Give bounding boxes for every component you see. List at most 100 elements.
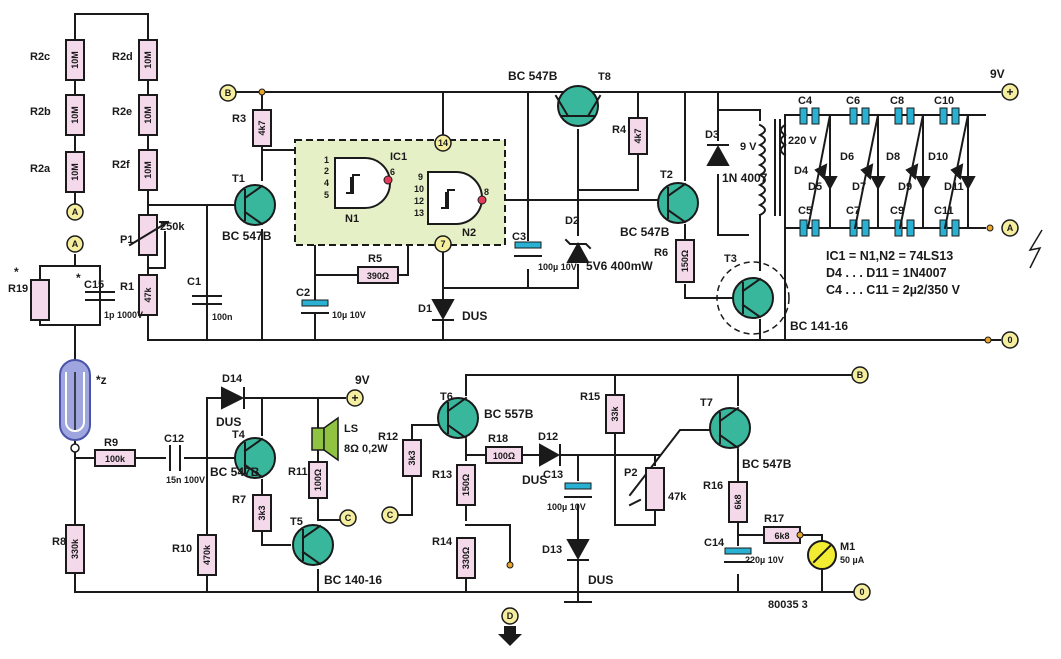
- resistor-r10: [197, 534, 217, 576]
- t5-type: BC 140-16: [324, 573, 382, 587]
- geiger-tube: *z: [59, 359, 107, 453]
- diode-d3: D3 1N 4007: [705, 129, 768, 185]
- transformer: 220 V 9 V: [740, 119, 817, 217]
- d1-type: DUS: [462, 309, 487, 323]
- transistor-t1: T1 BC 547B: [222, 173, 276, 243]
- r2b-value: 10M: [70, 106, 80, 124]
- r7-value: 3k3: [257, 505, 267, 520]
- m1-ref: M1: [840, 541, 855, 553]
- cap-c10: [939, 107, 948, 125]
- pin-6: 6: [390, 167, 395, 177]
- r17-ref: R17: [764, 513, 784, 525]
- n1-label: N1: [345, 213, 359, 225]
- resistor-r15: [605, 394, 625, 434]
- ls-spec: 8Ω 0,2W: [344, 443, 388, 455]
- diode-d13: D13 DUS: [542, 539, 613, 603]
- resistor-r11: [308, 461, 328, 499]
- diode-d8: [905, 163, 919, 181]
- d1-ref: D1: [418, 303, 432, 315]
- star-marks: * *: [14, 265, 81, 285]
- r1-ref: R1: [120, 281, 134, 293]
- c15-star: *: [76, 271, 81, 285]
- t1-ref: T1: [232, 173, 245, 185]
- r13-ref: R13: [432, 469, 452, 481]
- r2e-ref: R2e: [112, 106, 132, 118]
- r2a-value: 10M: [70, 163, 80, 181]
- capacitor-c3: C3 100µ 10V: [512, 231, 577, 272]
- resistor-r3: [252, 109, 272, 147]
- t2-ref: T2: [660, 169, 673, 181]
- resistor-r12: [402, 439, 422, 477]
- t2-type: BC 547B: [620, 225, 670, 239]
- resistor-r4: [628, 117, 648, 155]
- d14-ref: D14: [222, 373, 243, 385]
- resistor-r1: [138, 274, 158, 316]
- d5-ref: D5: [808, 181, 822, 193]
- c11-ref: C11: [934, 205, 954, 217]
- p1-ref: P1: [120, 234, 133, 246]
- resistor-r8: [65, 524, 85, 574]
- c13-value: 100µ 10V: [547, 502, 586, 512]
- d2-type: 5V6 400mW: [586, 259, 653, 273]
- node-a-2: A: [72, 239, 79, 249]
- resistor-r5: [357, 266, 399, 284]
- r12-value: 3k3: [407, 450, 417, 465]
- r10-ref: R10: [172, 543, 192, 555]
- r2f-value: 10M: [143, 161, 153, 179]
- node-d: D: [507, 611, 514, 621]
- c1-value: 100n: [212, 312, 233, 322]
- pin-9: 9: [418, 172, 423, 182]
- pin-14: 14: [438, 138, 448, 148]
- p2-value: 47k: [668, 491, 687, 503]
- c3-value: 100µ 10V: [538, 262, 577, 272]
- c12-value: 15n 100V: [166, 475, 205, 485]
- resistor-r14: [456, 537, 476, 579]
- r6-ref: R6: [654, 247, 668, 259]
- connection-nodes: A A B A 0 B C C D 0 + +: [66, 83, 1019, 646]
- diode-d12: D12 DUS: [522, 431, 561, 487]
- resistor-r13: [456, 464, 476, 506]
- c3-ref: C3: [512, 231, 526, 243]
- r16-ref: R16: [703, 480, 723, 492]
- r3-value: 4k7: [257, 120, 267, 135]
- resistor-r19: [30, 279, 50, 321]
- supply-bottom: 9V: [355, 373, 370, 387]
- t8-type: BC 547B: [508, 69, 558, 83]
- node-b-top: B: [225, 88, 232, 98]
- capacitor-c2: C2 10µ 10V: [296, 287, 366, 341]
- r5-ref: R5: [368, 253, 382, 265]
- c4-ref: C4: [798, 95, 813, 107]
- gate-n1: [334, 157, 391, 209]
- pin-5: 5: [324, 190, 329, 200]
- capacitor-c13: C13 100µ 10V: [543, 469, 592, 512]
- d13-type: DUS: [588, 573, 613, 587]
- diode-d7: [870, 176, 886, 191]
- r1-value: 47k: [143, 287, 153, 303]
- ls-ref: LS: [344, 423, 358, 435]
- r19-ref: R19: [8, 283, 28, 295]
- capacitor-c1: C1 100n: [187, 276, 233, 322]
- r2c-value: 10M: [70, 51, 80, 69]
- node-zero-top: 0: [1007, 335, 1012, 345]
- bottom-wiring: [74, 374, 861, 601]
- d11-ref: D11: [944, 181, 964, 193]
- figure-code: 80035 3: [768, 599, 808, 611]
- diode-d5: [822, 176, 838, 191]
- resistor-r2e: [138, 94, 158, 136]
- d4-ref: D4: [794, 165, 809, 177]
- capacitor-c14: C14 220µ 10V: [704, 537, 784, 565]
- resistor-values: 10M 10M 10M 10M 10M 10M 47k 4k7 4k7 390Ω…: [70, 51, 790, 569]
- pin-8: 8: [484, 187, 489, 197]
- diode-d14: D14 DUS: [216, 373, 245, 429]
- cap-c11: [939, 219, 948, 237]
- r9-value: 100k: [105, 454, 126, 464]
- c6-ref: C6: [846, 95, 860, 107]
- c2-value: 10µ 10V: [332, 310, 366, 320]
- d10-ref: D10: [928, 151, 948, 163]
- ic1: IC1 N1 N2 1 2 4 5 6 9 10 12 13 8 14 7: [294, 134, 506, 253]
- r2a-ref: R2a: [30, 163, 51, 175]
- test-points: [258, 88, 994, 569]
- labels: 9V 9V IC1 = N1,N2 = 74LS13 D4 . . . D11 …: [355, 67, 1005, 611]
- node-c-2: C: [387, 510, 394, 520]
